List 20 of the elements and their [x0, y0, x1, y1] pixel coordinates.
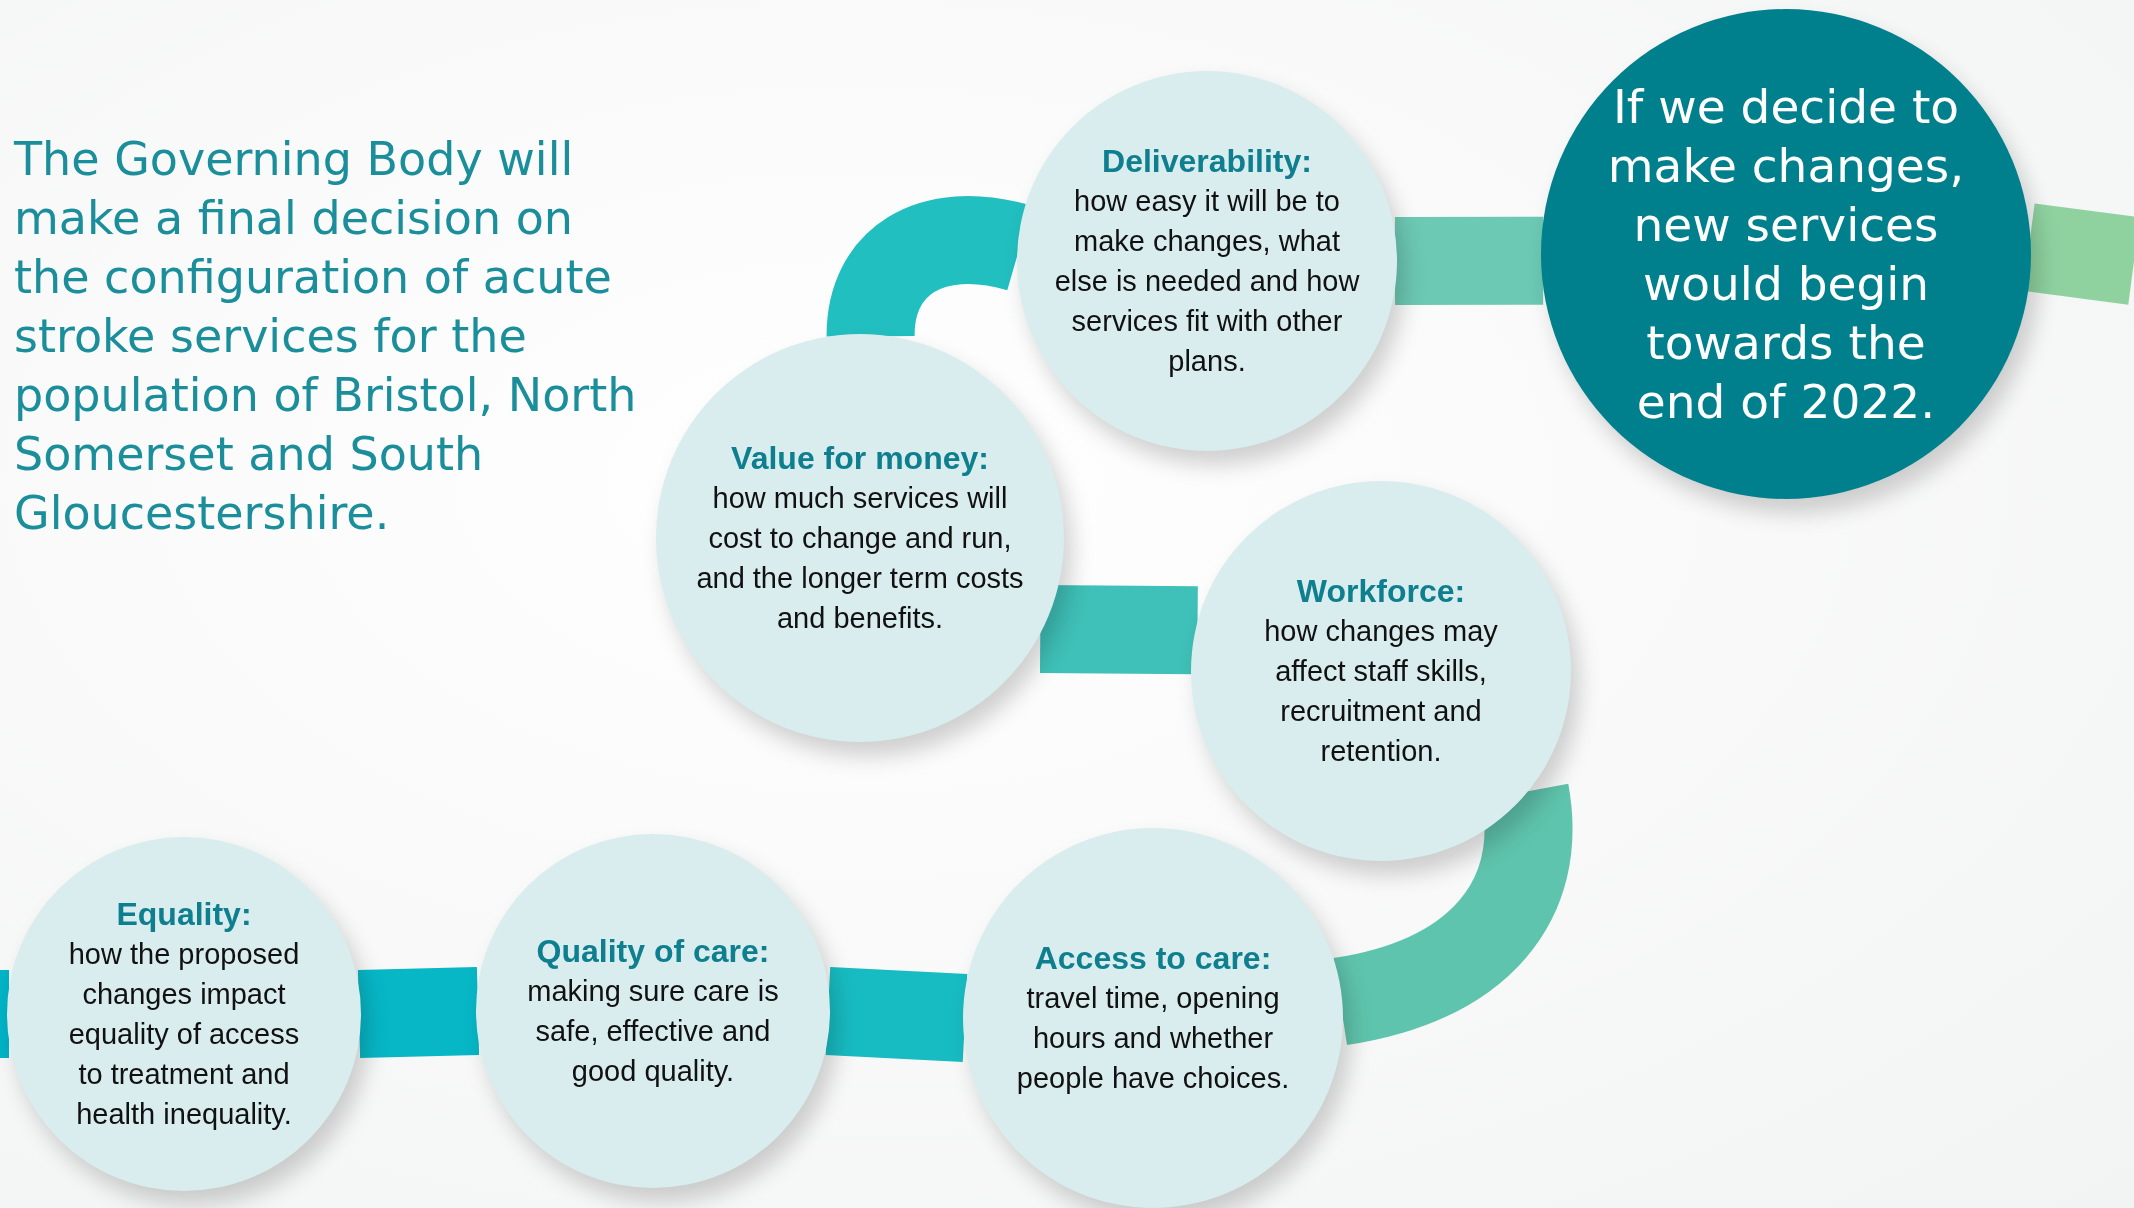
circle-heading: Value for money: [731, 439, 989, 478]
circle-text: travel time, opening hours and whether people have choices. [1015, 981, 1291, 1096]
circle-heading: Access to care: [1034, 939, 1272, 978]
ribbon-connector [1331, 786, 1573, 1045]
circle-heading: Workforce: [1296, 572, 1466, 611]
circle-text: how changes may affect staff skills, recruitment and retention. [1263, 614, 1499, 769]
circle-text: how easy it will be to make changes, what else is needed and how services fit with other plans. [1053, 184, 1361, 379]
ribbon-connector [357, 967, 480, 1058]
circle-heading: Equality: [116, 895, 252, 934]
circle-text: how much services will cost to change and run, and the longer term costs and benefits. [695, 481, 1025, 636]
circle-text: If we decide to make changes, new services would begin towards the end of 2022. [1606, 78, 1966, 431]
circle-text: how the proposed changes impact equality of access to treatment and health inequality. [67, 937, 301, 1132]
ribbon-connector [0, 970, 9, 1058]
intro-text: The Governing Body will make a final decision on the configuration of acute stroke services for the population of Bristol, North Somerset and South Gloucestershire. [14, 131, 638, 542]
ribbon-connector [1395, 216, 1544, 305]
circle-heading: Quality of care: [536, 932, 770, 971]
ribbon-connector [825, 967, 968, 1062]
circle-heading: Deliverability: [1102, 142, 1312, 181]
circle-text: making sure care is safe, effective and good quality. [526, 974, 780, 1089]
ribbon-connector [1040, 585, 1198, 675]
